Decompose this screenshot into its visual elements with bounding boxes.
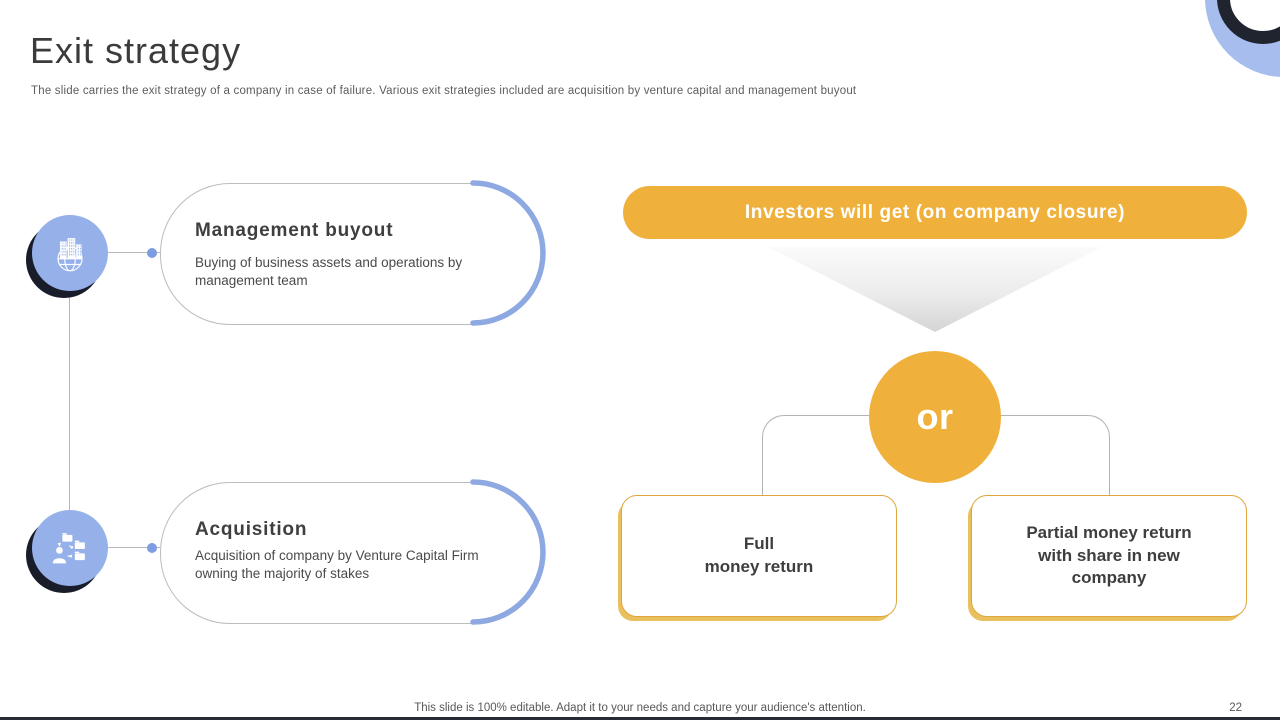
acquisition-title: Acquisition <box>195 519 308 540</box>
buildings-globe-icon <box>32 215 108 291</box>
option-full-money-return: Full money return <box>621 495 897 617</box>
bottom-edge-bar <box>0 717 1280 720</box>
management-buyout-title: Management buyout <box>195 220 394 241</box>
acquisition-description: Acquisition of company by Venture Capita… <box>195 548 479 581</box>
page-title: Exit strategy <box>30 30 242 71</box>
card-right-arc-accent <box>470 479 546 625</box>
management-buyout-icon-badge <box>26 215 108 298</box>
page-subtitle: The slide carries the exit strategy of a… <box>31 85 857 97</box>
down-arrow-shape <box>768 247 1102 332</box>
or-circle: or <box>869 351 1001 483</box>
acquisition-card <box>160 482 545 624</box>
footer-note: This slide is 100% editable. Adapt it to… <box>414 702 866 714</box>
connector-line-management-buyout <box>108 252 160 253</box>
connector-dot-acquisition <box>147 543 157 553</box>
management-buyout-description: Buying of business assets and operations… <box>195 255 463 288</box>
option-partial-money-return: Partial money return with share in new c… <box>971 495 1247 617</box>
investors-banner: Investors will get (on company closure) <box>623 186 1247 239</box>
card-right-arc-accent <box>470 180 546 326</box>
page-number: 22 <box>1229 702 1242 714</box>
connector-dot-management-buyout <box>147 248 157 258</box>
vertical-connector-line <box>69 253 70 548</box>
management-buyout-card <box>160 183 545 325</box>
connector-line-acquisition <box>108 547 160 548</box>
acquisition-icon-badge <box>26 510 108 593</box>
person-folders-icon <box>32 510 108 586</box>
